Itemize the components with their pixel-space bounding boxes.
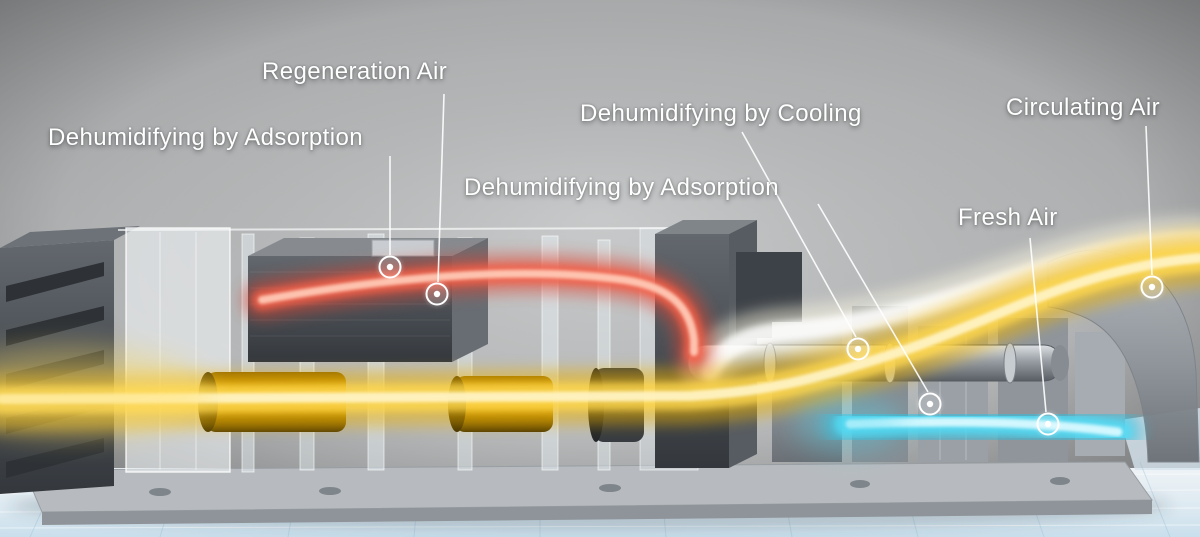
air-streams <box>0 216 1200 455</box>
marker-fresh-air <box>1035 411 1061 437</box>
label-fresh-air: Fresh Air <box>958 204 1058 231</box>
leader-line-circulating-air <box>1145 125 1153 276</box>
marker-dehumidifying-by-adsorption-center <box>917 391 943 417</box>
label-dehumidifying-by-adsorption-left: Dehumidifying by Adsorption <box>48 124 363 151</box>
leader-line-fresh-air <box>1029 237 1047 413</box>
leader-line-dehumidifying-by-cooling <box>741 131 857 338</box>
cooled-air-stream <box>795 396 1143 455</box>
label-circulating-air: Circulating Air <box>1006 94 1161 121</box>
leader-line-dehumidifying-by-adsorption-center <box>817 203 929 393</box>
callout-markers <box>377 254 1165 437</box>
marker-regeneration-air <box>424 281 450 307</box>
leader-lines <box>389 93 1153 413</box>
marker-dehumidifying-by-adsorption-left <box>377 254 403 280</box>
leader-line-regeneration-air <box>437 93 445 283</box>
label-dehumidifying-by-cooling: Dehumidifying by Cooling <box>580 100 862 127</box>
marker-circulating-air <box>1139 274 1165 300</box>
label-regeneration-air: Regeneration Air <box>262 58 448 85</box>
marker-dehumidifying-by-cooling <box>845 336 871 362</box>
regeneration-air-stream <box>242 253 1073 380</box>
label-dehumidifying-by-adsorption-center: Dehumidifying by Adsorption <box>464 174 779 201</box>
